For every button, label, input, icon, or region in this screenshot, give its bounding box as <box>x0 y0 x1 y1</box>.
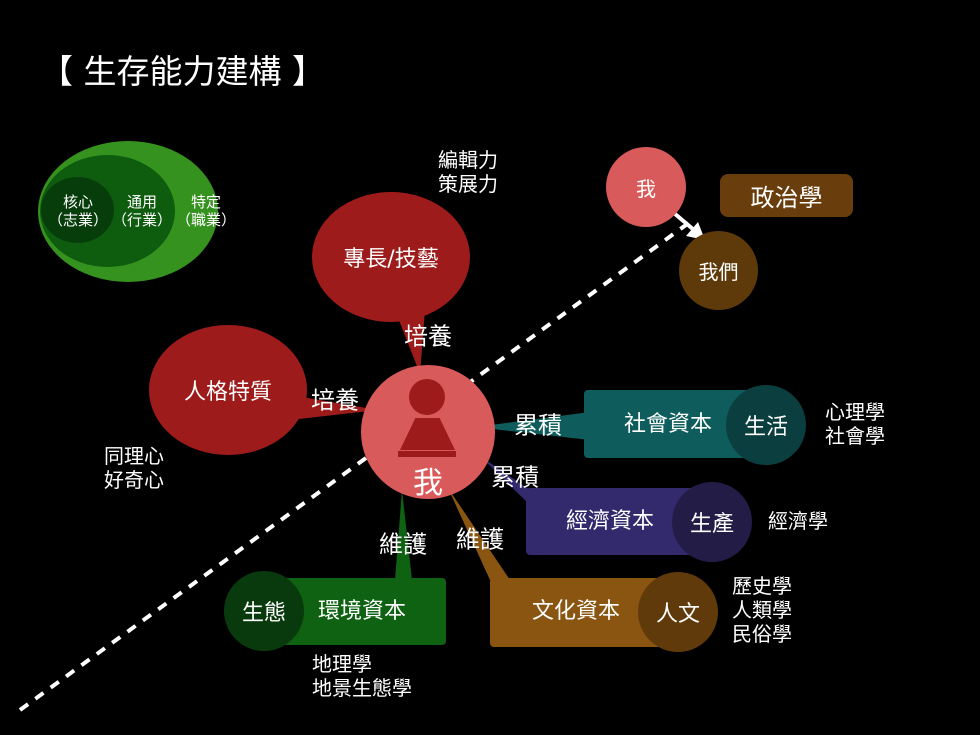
social-link-label: 累積 <box>514 411 562 440</box>
note: 地景生態學 <box>312 676 412 700</box>
note: 社會學 <box>825 424 885 448</box>
politics-us-label: 我們 <box>698 260 739 284</box>
note: 地理學 <box>312 652 372 676</box>
core-label: 核心（志業） <box>48 193 108 229</box>
environment-domain-circle: 生態 <box>224 571 304 651</box>
note: 心理學 <box>825 400 885 424</box>
person-base-icon <box>398 451 456 457</box>
personality-link-label: 培養 <box>311 386 359 415</box>
core-ellipse <box>41 177 114 243</box>
culture-domain-label: 人文 <box>655 602 700 627</box>
economic-domain-circle: 生產 <box>672 482 752 562</box>
personality-bubble: 人格特質 <box>149 325 307 455</box>
social-domain-circle: 生活 <box>726 385 806 465</box>
general-title: 通用 <box>126 193 158 211</box>
economic-link-label: 累積 <box>491 463 539 492</box>
environment-notes: 地理學地景生態學 <box>312 652 412 700</box>
social-domain-label: 生活 <box>743 415 788 440</box>
culture-domain-circle: 人文 <box>638 572 718 652</box>
culture-notes: 歷史學人類學民俗學 <box>732 574 792 646</box>
culture-capital-label: 文化資本 <box>531 598 621 624</box>
politics-field-box: 政治學 <box>720 174 853 217</box>
social-notes: 心理學社會學 <box>825 400 885 448</box>
economic-domain-label: 生產 <box>689 512 734 537</box>
specific-title: 特定 <box>190 193 222 211</box>
note: 同理心 <box>104 444 164 468</box>
person-head-icon <box>409 379 445 415</box>
dashed-divider-line <box>18 220 692 712</box>
social-capital-label: 社會資本 <box>623 411 713 437</box>
general-sub: （行業） <box>111 211 173 229</box>
note: 編輯力 <box>438 148 498 172</box>
note: 好奇心 <box>104 468 164 492</box>
note: 人類學 <box>732 598 792 622</box>
note: 策展力 <box>438 172 498 196</box>
page-title: 【 生存能力建構 】 <box>40 52 325 91</box>
specific-sub: （職業） <box>175 211 237 229</box>
note: 民俗學 <box>732 622 792 646</box>
environment-capital-label: 環境資本 <box>317 598 407 624</box>
economic-notes: 經濟學 <box>768 509 828 533</box>
note: 歷史學 <box>732 574 792 598</box>
self-label: 我 <box>413 466 443 501</box>
economic-capital-label: 經濟資本 <box>565 508 655 534</box>
politics-us-circle: 我們 <box>679 231 758 310</box>
personality-label: 人格特質 <box>183 380 272 405</box>
skill-bubble: 專長/技藝 <box>312 192 470 322</box>
social-tail <box>475 412 590 440</box>
environment-tail <box>395 490 412 580</box>
politics-me-circle: 我 <box>606 147 686 227</box>
environment-link-label: 維護 <box>379 530 427 559</box>
general-label: 通用（行業） <box>112 193 172 229</box>
environment-domain-label: 生態 <box>241 601 286 626</box>
core-sub: （志業） <box>47 211 109 229</box>
core-title: 核心 <box>62 193 94 211</box>
culture-link-label: 維護 <box>456 525 504 554</box>
politics-me-label: 我 <box>636 176 656 201</box>
specific-label: 特定（職業） <box>176 193 236 229</box>
personality-tail <box>290 395 378 420</box>
personality-notes: 同理心好奇心 <box>104 444 164 492</box>
politics-field-label: 政治學 <box>750 184 823 212</box>
skill-notes: 編輯力策展力 <box>438 148 498 196</box>
skill-label: 專長/技藝 <box>343 247 439 272</box>
skill-tail <box>395 310 425 374</box>
skill-link-label: 培養 <box>404 322 452 351</box>
culture-tail <box>448 488 510 580</box>
